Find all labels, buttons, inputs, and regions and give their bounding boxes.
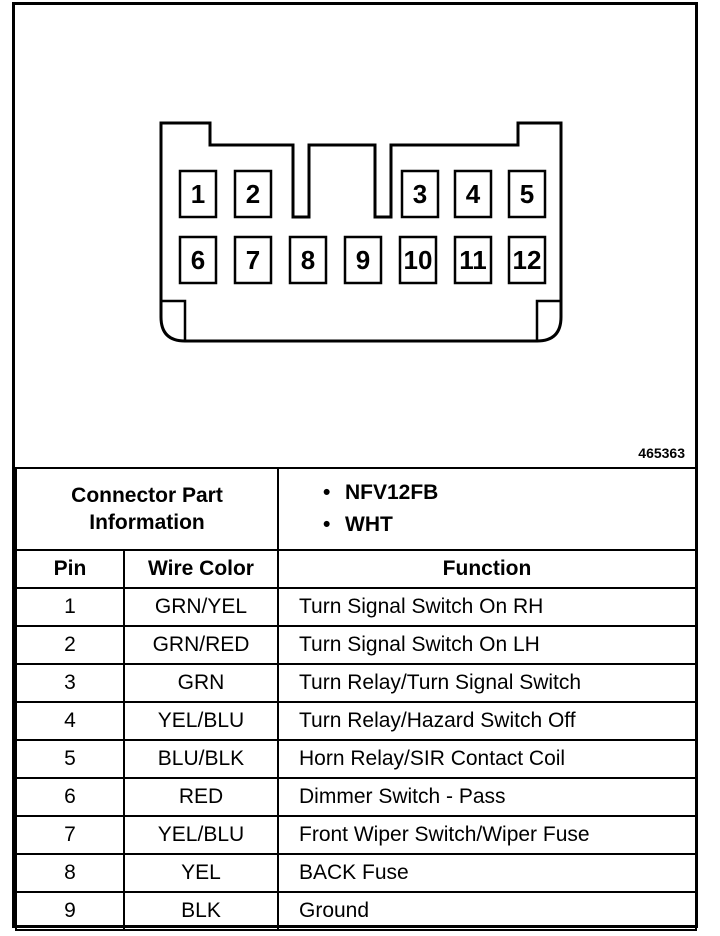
pin-cavity-11: 11 — [453, 235, 493, 285]
column-header-row: Pin Wire Color Function — [15, 549, 697, 589]
pin-cavity-3: 3 — [400, 169, 440, 219]
pin-cell: 6 — [15, 777, 125, 817]
header-function: Function — [277, 549, 697, 589]
pin-number: 3 — [413, 179, 427, 209]
pin-cell: 9 — [15, 891, 125, 931]
pins-top-row: 1 2 3 4 5 — [178, 169, 547, 219]
pin-number: 1 — [191, 179, 205, 209]
pin-box — [178, 235, 218, 285]
function-cell: Ground — [277, 891, 697, 931]
part-info-row: Connector Part Information • NFV12FB • WHT — [15, 467, 697, 551]
function-cell: Turn Relay/Hazard Switch Off — [277, 701, 697, 741]
pin-number: 12 — [513, 245, 542, 275]
wire-color-cell: GRN/RED — [123, 625, 279, 665]
function-cell: Dimmer Switch - Pass — [277, 777, 697, 817]
pin-number: 9 — [356, 245, 370, 275]
pin-number: 11 — [459, 245, 487, 275]
pin-number: 4 — [466, 179, 481, 209]
bullet-icon: • — [323, 513, 331, 536]
wire-color-cell: GRN/YEL — [123, 587, 279, 627]
wire-color-cell: YEL/BLU — [123, 815, 279, 855]
pin-box — [507, 169, 547, 219]
function-cell: Front Wiper Switch/Wiper Fuse — [277, 815, 697, 855]
function-cell: Horn Relay/SIR Contact Coil — [277, 739, 697, 779]
pin-cavity-5: 5 — [507, 169, 547, 219]
pin-number: 6 — [191, 245, 205, 275]
connector-color: WHT — [345, 513, 393, 536]
pin-box — [233, 235, 273, 285]
connector-housing-outline — [159, 121, 563, 343]
left-latch-tab — [161, 299, 187, 341]
pin-box — [343, 235, 383, 285]
pin-cell: 3 — [15, 663, 125, 703]
pin-box — [233, 169, 273, 219]
right-latch-tab — [535, 299, 561, 341]
function-cell: Turn Signal Switch On RH — [277, 587, 697, 627]
pin-cavity-1: 1 — [178, 169, 218, 219]
function-cell: Turn Relay/Turn Signal Switch — [277, 663, 697, 703]
pin-number: 5 — [520, 179, 534, 209]
pin-cell: 4 — [15, 701, 125, 741]
pin-cell: 5 — [15, 739, 125, 779]
header-wire-color: Wire Color — [123, 549, 279, 589]
part-info-label-line2: Information — [89, 511, 205, 534]
header-pin: Pin — [15, 549, 125, 589]
pin-cavity-10: 10 — [398, 235, 438, 285]
pin-number: 2 — [246, 179, 260, 209]
pin-cell: 1 — [15, 587, 125, 627]
pin-cavity-2: 2 — [233, 169, 273, 219]
bullet-icon: • — [323, 481, 331, 504]
pin-cell: 7 — [15, 815, 125, 855]
wire-color-cell: RED — [123, 777, 279, 817]
function-cell: Turn Signal Switch On LH — [277, 625, 697, 665]
wire-color-cell: YEL/BLU — [123, 701, 279, 741]
pin-number: 8 — [301, 245, 315, 275]
part-info-values: • NFV12FB • WHT — [277, 467, 697, 551]
pin-cavity-7: 7 — [233, 235, 273, 285]
function-cell: BACK Fuse — [277, 853, 697, 893]
pin-cavity-6: 6 — [178, 235, 218, 285]
pin-box — [453, 169, 493, 219]
pin-cavity-4: 4 — [453, 169, 493, 219]
pins-bottom-row: 6 7 8 9 10 11 12 — [178, 235, 547, 285]
pin-cavity-12: 12 — [507, 235, 547, 285]
wire-color-cell: YEL — [123, 853, 279, 893]
pin-cavity-8: 8 — [288, 235, 328, 285]
pin-box — [178, 169, 218, 219]
pin-box — [507, 235, 547, 285]
pin-cell: 2 — [15, 625, 125, 665]
part-info-label-line1: Connector Part — [71, 484, 223, 507]
pin-box — [288, 235, 328, 285]
wire-color-cell: GRN — [123, 663, 279, 703]
wire-color-cell: BLU/BLK — [123, 739, 279, 779]
pin-number: 7 — [246, 245, 260, 275]
pin-box — [398, 235, 438, 285]
wire-color-cell: BLK — [123, 891, 279, 931]
pin-number: 10 — [404, 245, 433, 275]
part-info-label: Connector Part Information — [15, 467, 279, 551]
connector-info-table: Connector Part Information • NFV12FB • WHT… — [15, 467, 697, 931]
figure-id: 465363 — [638, 445, 685, 461]
pin-cavity-9: 9 — [343, 235, 383, 285]
part-number: NFV12FB — [345, 481, 439, 504]
pin-box — [453, 235, 493, 285]
pin-cell: 8 — [15, 853, 125, 893]
pin-box — [400, 169, 440, 219]
